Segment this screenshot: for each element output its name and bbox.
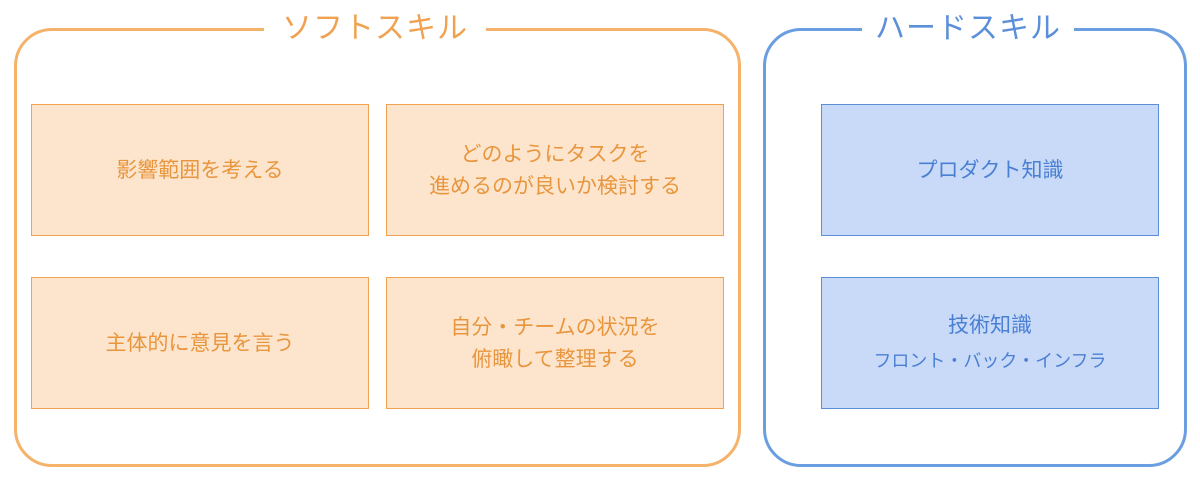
card-subtitle: フロント・バック・インフラ (873, 351, 1107, 372)
card-label-line1: 自分・チームの状況を (450, 315, 660, 339)
soft-skill-card-overview: 自分・チームの状況を 俯瞰して整理する (386, 277, 724, 409)
card-label: 主体的に意見を言う (105, 331, 295, 355)
soft-skill-card-speak-up: 主体的に意見を言う (31, 277, 369, 409)
card-label-line1: どのようにタスクを (460, 142, 650, 166)
card-label-line2: 俯瞰して整理する (471, 347, 639, 371)
hard-skills-title: ハードスキル (862, 10, 1074, 48)
soft-skill-card-impact: 影響範囲を考える (31, 104, 369, 236)
hard-skill-card-tech: 技術知識 フロント・バック・インフラ (821, 277, 1159, 409)
card-label: プロダクト知識 (916, 158, 1064, 182)
card-title: 技術知識 (948, 313, 1032, 337)
card-label: 影響範囲を考える (116, 158, 284, 182)
soft-skill-card-task-approach: どのようにタスクを 進めるのが良いか検討する (386, 104, 724, 236)
soft-skills-title: ソフトスキル (264, 10, 486, 48)
card-label-line2: 進めるのが良いか検討する (429, 174, 681, 198)
hard-skill-card-product: プロダクト知識 (821, 104, 1159, 236)
